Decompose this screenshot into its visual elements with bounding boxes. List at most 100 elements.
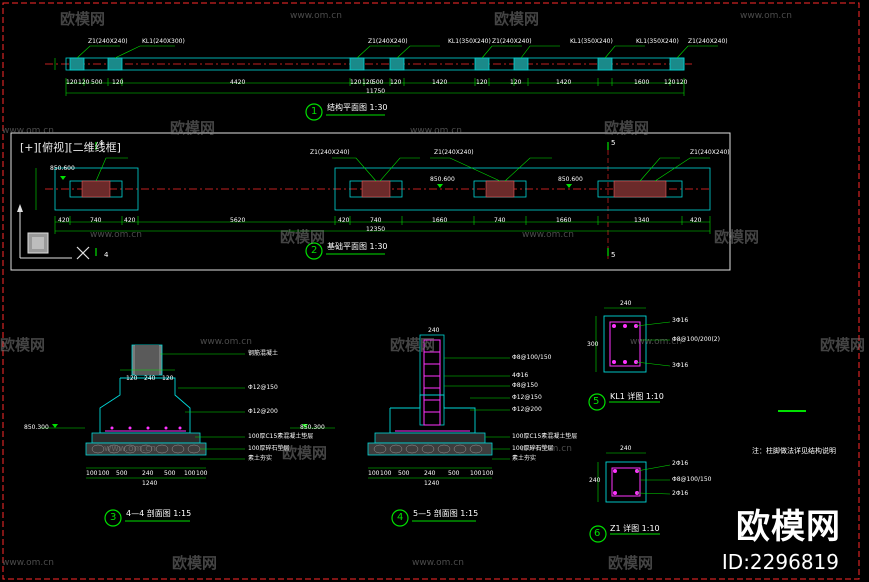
dim-label: 100	[98, 470, 110, 477]
dim-total: 11750	[366, 88, 386, 95]
note: 素土夯实	[512, 455, 537, 462]
viewport-view-control[interactable]: [+][俯视][二维线框]	[20, 141, 121, 154]
tag-column: Z1(240X240)	[690, 149, 730, 156]
tag-beam: KL1(350X240)	[636, 38, 679, 45]
tag-column: Z1(240X240)	[368, 38, 408, 45]
watermark-brand: 欧模网	[820, 336, 866, 354]
section-mark: 5	[611, 139, 616, 147]
dim-label: 120	[664, 79, 676, 86]
elev-tag: 850.600	[50, 165, 75, 172]
tag-column: Z1(240X240)	[434, 149, 474, 156]
drawing-5-kl1-detail	[588, 307, 671, 411]
dim-label: 5620	[230, 217, 246, 224]
note: 100厚碎石垫层	[248, 445, 290, 452]
watermark-brand: 欧模网	[604, 119, 650, 137]
dim-label: 4420	[230, 79, 246, 86]
dim-label: 120	[66, 79, 78, 86]
dim-label: 120	[350, 79, 362, 86]
drawing-2-foundation-plan	[10, 132, 731, 271]
drawing-number: 3	[110, 512, 117, 523]
watermark-brand: 欧模网	[494, 10, 540, 28]
note: 钢筋混凝土	[248, 350, 279, 357]
dim-label: 240	[589, 477, 601, 484]
tag-column: Z1(240X240)	[88, 38, 128, 45]
drawing-title: 结构平面图 1:30	[327, 103, 388, 112]
watermark-brand: 欧模网	[282, 444, 328, 462]
elev-tag: 850.600	[558, 176, 583, 183]
dim-label: 1600	[634, 79, 650, 86]
right-note: 注：柱脚做法详见结构说明	[752, 447, 836, 455]
drawing-6-z1-detail	[589, 452, 671, 543]
dim-label: 100	[380, 470, 392, 477]
watermark-url: www.om.cn	[522, 230, 574, 240]
dim-label: 120	[112, 79, 124, 86]
drawing-number: 1	[311, 106, 318, 117]
watermark-url: www.om.cn	[410, 126, 462, 136]
dim-label: 500	[91, 79, 103, 86]
watermark-url: www.om.cn	[200, 337, 252, 347]
section-mark: 4	[99, 139, 104, 147]
dim-label: 120	[362, 79, 374, 86]
dim-label: 120	[390, 79, 402, 86]
drawing-1-structural-plan	[45, 45, 718, 121]
drawing-number: 5	[593, 396, 600, 407]
note: Φ12@150	[248, 384, 278, 391]
watermark-brand: 欧模网	[714, 228, 760, 246]
dim-total: 12350	[366, 226, 386, 233]
dim-label: 500	[116, 470, 128, 477]
note: 素土夯实	[248, 455, 273, 462]
dim-label: 120	[126, 375, 138, 382]
dim-total: 1240	[142, 480, 158, 487]
dim-label: 100	[482, 470, 494, 477]
note: 100厚碎石垫层	[512, 445, 554, 452]
brand-logo-text: 欧模网	[736, 507, 841, 547]
watermark-brand: 欧模网	[0, 336, 46, 354]
note: 100厚C15素混凝土垫层	[248, 433, 314, 440]
dim-label: 240	[424, 470, 436, 477]
dim-label: 120	[78, 79, 90, 86]
dim-label: 420	[124, 217, 136, 224]
watermark-brand: 欧模网	[170, 119, 216, 137]
drawing-number: 2	[311, 245, 318, 256]
watermark-url: www.om.cn	[290, 11, 342, 21]
drawing-4-section-5-5	[290, 334, 510, 527]
brand-id: ID:2296819	[721, 550, 839, 574]
watermark-url: www.om.cn	[520, 444, 572, 454]
dim-label: 240	[620, 300, 632, 307]
dim-label: 420	[338, 217, 350, 224]
drawing-title: 5—5 剖面图 1:15	[413, 509, 479, 518]
dim-label: 740	[494, 217, 506, 224]
watermark-brand: 欧模网	[390, 336, 436, 354]
watermark-url: www.om.cn	[2, 558, 54, 568]
note: 100厚C15素混凝土垫层	[512, 433, 578, 440]
dim-label: 420	[58, 217, 70, 224]
dim-label: 120	[510, 79, 522, 86]
drawing-number: 6	[594, 528, 601, 539]
dim-label: 100	[86, 470, 98, 477]
dim-label: 120	[476, 79, 488, 86]
dim-label: 1660	[432, 217, 448, 224]
watermark-brand: 欧模网	[608, 554, 654, 572]
dim-label: 1420	[556, 79, 572, 86]
dim-label: 300	[587, 341, 599, 348]
note: Φ12@150	[512, 394, 542, 401]
dim-total: 1240	[424, 480, 440, 487]
note: Φ8@100/150	[672, 476, 712, 483]
dim-label: 100	[184, 470, 196, 477]
dim-label: 420	[690, 217, 702, 224]
note: Φ12@200	[512, 406, 542, 413]
dim-label: 500	[164, 470, 176, 477]
section-mark: 5	[611, 251, 616, 259]
tag-column: Z1(240X240)	[310, 149, 350, 156]
drawing-3-section-4-4	[40, 344, 245, 527]
watermark-url: www.om.cn	[740, 11, 792, 21]
note: 2Φ16	[672, 490, 689, 497]
dim-label: 500	[448, 470, 460, 477]
tag-column: Z1(240X240)	[492, 38, 532, 45]
watermark-url: www.om.cn	[412, 558, 464, 568]
elev-tag: 850.600	[430, 176, 455, 183]
drawing-title: 4—4 剖面图 1:15	[126, 509, 192, 518]
